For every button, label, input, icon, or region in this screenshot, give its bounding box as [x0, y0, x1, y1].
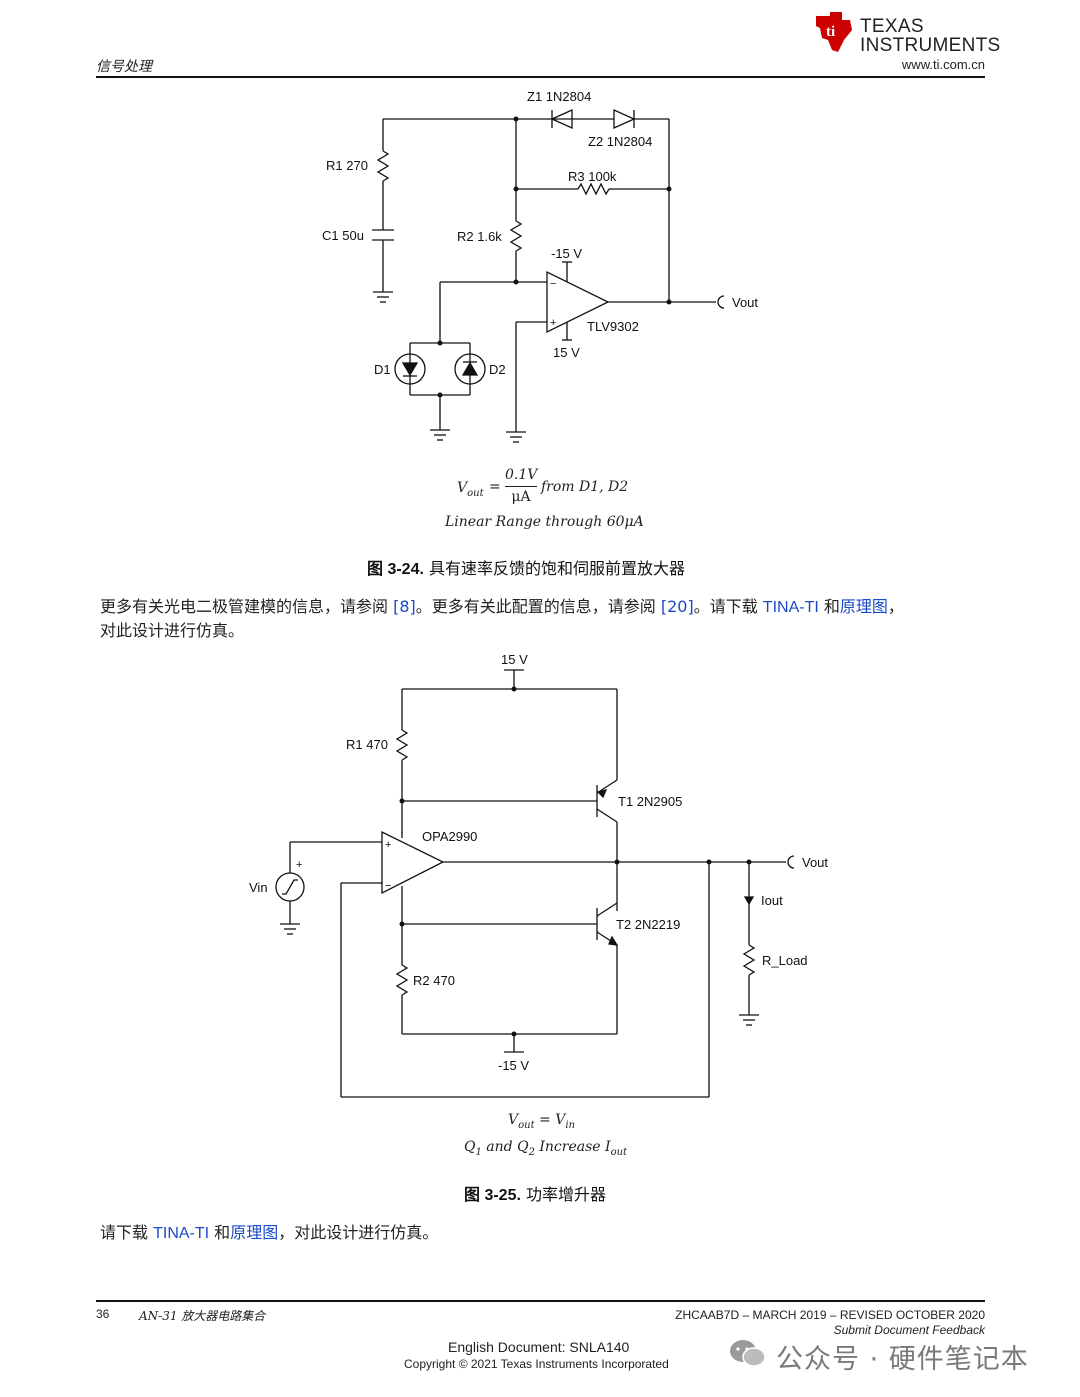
- opamp-plus: +: [550, 317, 556, 329]
- label-r2: R2 1.6k: [457, 229, 502, 244]
- schematic-link-2[interactable]: 原理图: [230, 1223, 279, 1242]
- header-rule: [96, 76, 985, 78]
- label-vpos2: 15 V: [501, 652, 528, 667]
- ref-link-20[interactable]: [20]: [660, 597, 694, 616]
- ti-logo: ti Texas Instruments: [812, 10, 1000, 58]
- label-r3: R3 100k: [568, 169, 617, 184]
- label-t1: T1 2N2905: [618, 794, 682, 809]
- watermark-text: 公众号 · 硬件笔记本: [776, 1344, 1029, 1375]
- schematic-figure-2: 15 V R1 470 T1 2N2905 OPA2990 Vout Vin +…: [249, 652, 828, 1098]
- tina-ti-link[interactable]: TINA-TI: [762, 599, 819, 616]
- english-doc-link[interactable]: English Document: SNLA140: [448, 1339, 630, 1355]
- equation-range: Linear Range through 60μA: [445, 514, 644, 530]
- figure-caption-1: 图 3-24. 具有速率反馈的饱和伺服前置放大器: [367, 559, 686, 578]
- opamp2-minus: −: [385, 880, 391, 892]
- label-z1: Z1 1N2804: [527, 89, 591, 104]
- label-d1: D1: [374, 362, 391, 377]
- svg-text:ti: ti: [826, 24, 835, 40]
- equation-vout: Vout = 0.1V μA from D1, D2: [457, 467, 629, 505]
- footer-rule: [96, 1300, 985, 1302]
- feedback-link[interactable]: Submit Document Feedback: [833, 1323, 985, 1337]
- label-t2: T2 2N2219: [616, 917, 680, 932]
- label-opamp: TLV9302: [587, 319, 639, 334]
- ref-link-8[interactable]: [8]: [393, 597, 416, 616]
- paragraph-1: 更多有关光电二极管建模的信息，请参阅 [8]。更多有关此配置的信息，请参阅 [2…: [100, 597, 904, 640]
- figure-caption-2: 图 3-25. 功率增升器: [464, 1185, 607, 1204]
- page-number: 36: [96, 1307, 110, 1321]
- header-url[interactable]: www.ti.com.cn: [901, 57, 985, 72]
- equation-vout-vin: Vout = Vin: [508, 1112, 575, 1131]
- tina-ti-link-2[interactable]: TINA-TI: [153, 1225, 210, 1242]
- equation-q-increase: Q1 and Q2 Increase Iout: [464, 1139, 628, 1158]
- wechat-icon: [728, 1338, 768, 1370]
- schematic-figure-1: Z1 1N2804 Z2 1N2804 R3 100k R1 270 C1 50…: [322, 89, 758, 443]
- schematic-link[interactable]: 原理图: [839, 597, 888, 616]
- label-vneg2: -15 V: [498, 1058, 529, 1073]
- opamp2-plus: +: [385, 839, 391, 851]
- doc-title: AN-31 放大器电路集合: [139, 1309, 266, 1323]
- copyright: Copyright © 2021 Texas Instruments Incor…: [404, 1357, 669, 1371]
- label-vout2: Vout: [802, 855, 828, 870]
- paragraph-2: 请下载 TINA-TI 和原理图，对此设计进行仿真。: [100, 1223, 439, 1242]
- section-title: 信号处理: [96, 59, 152, 75]
- label-iout: Iout: [761, 893, 783, 908]
- label-opamp2: OPA2990: [422, 829, 477, 844]
- vin-plus: +: [296, 859, 302, 871]
- label-vneg: -15 V: [551, 246, 582, 261]
- ti-logo-icon: ti: [816, 12, 852, 52]
- logo-text-instruments: Instruments: [860, 35, 1001, 56]
- label-z2: Z2 1N2804: [588, 134, 652, 149]
- label-vpos: 15 V: [553, 345, 580, 360]
- label-r2-2: R2 470: [413, 973, 455, 988]
- label-r1: R1 270: [326, 158, 368, 173]
- label-vin: Vin: [249, 880, 268, 895]
- doc-id: ZHCAAB7D – MARCH 2019 – REVISED OCTOBER …: [675, 1308, 985, 1322]
- label-rload: R_Load: [762, 953, 808, 968]
- label-r1-2: R1 470: [346, 737, 388, 752]
- logo-text-texas: Texas: [860, 16, 924, 37]
- label-d2: D2: [489, 362, 506, 377]
- label-vout: Vout: [732, 295, 758, 310]
- label-c1: C1 50u: [322, 228, 364, 243]
- opamp-minus: −: [550, 278, 556, 290]
